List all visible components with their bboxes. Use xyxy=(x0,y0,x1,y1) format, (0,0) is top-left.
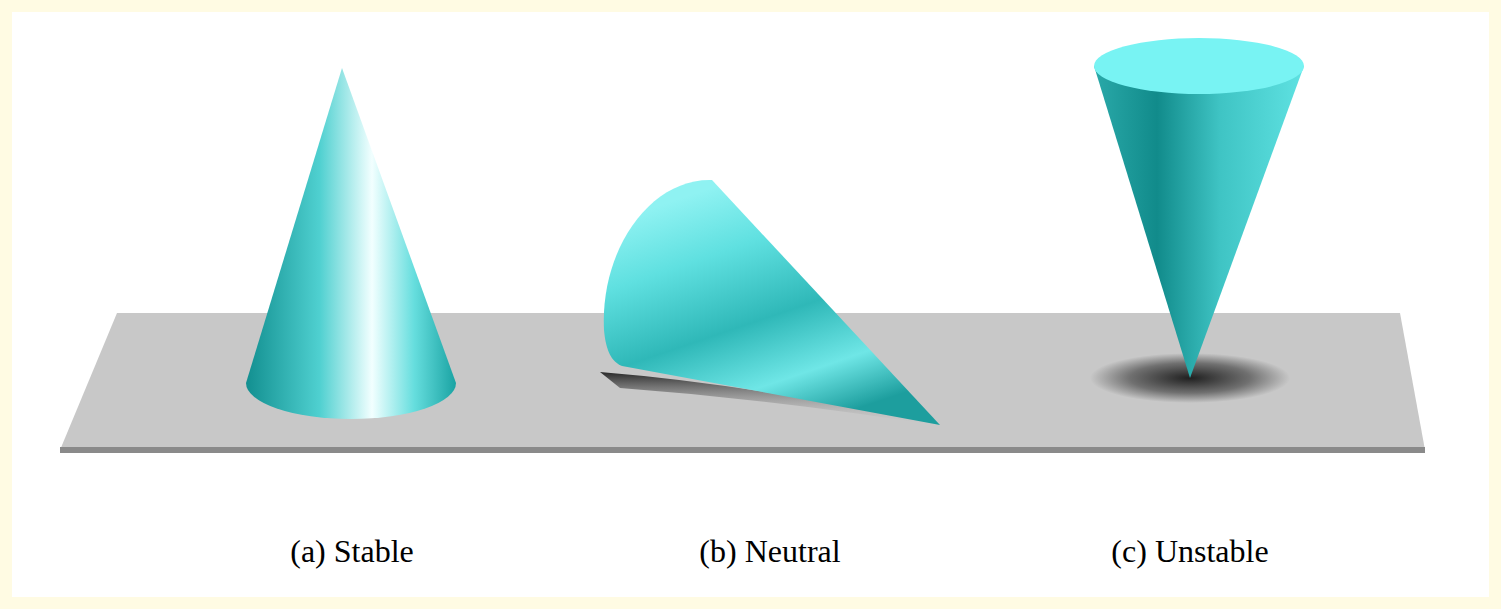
neutral-cone xyxy=(600,180,940,426)
caption-label: (c) Unstable xyxy=(1111,533,1268,570)
stable-cone xyxy=(246,68,456,419)
caption-label: (a) Stable xyxy=(290,533,414,570)
caption-label: (b) Neutral xyxy=(699,533,840,570)
unstable-cone xyxy=(1090,38,1304,403)
